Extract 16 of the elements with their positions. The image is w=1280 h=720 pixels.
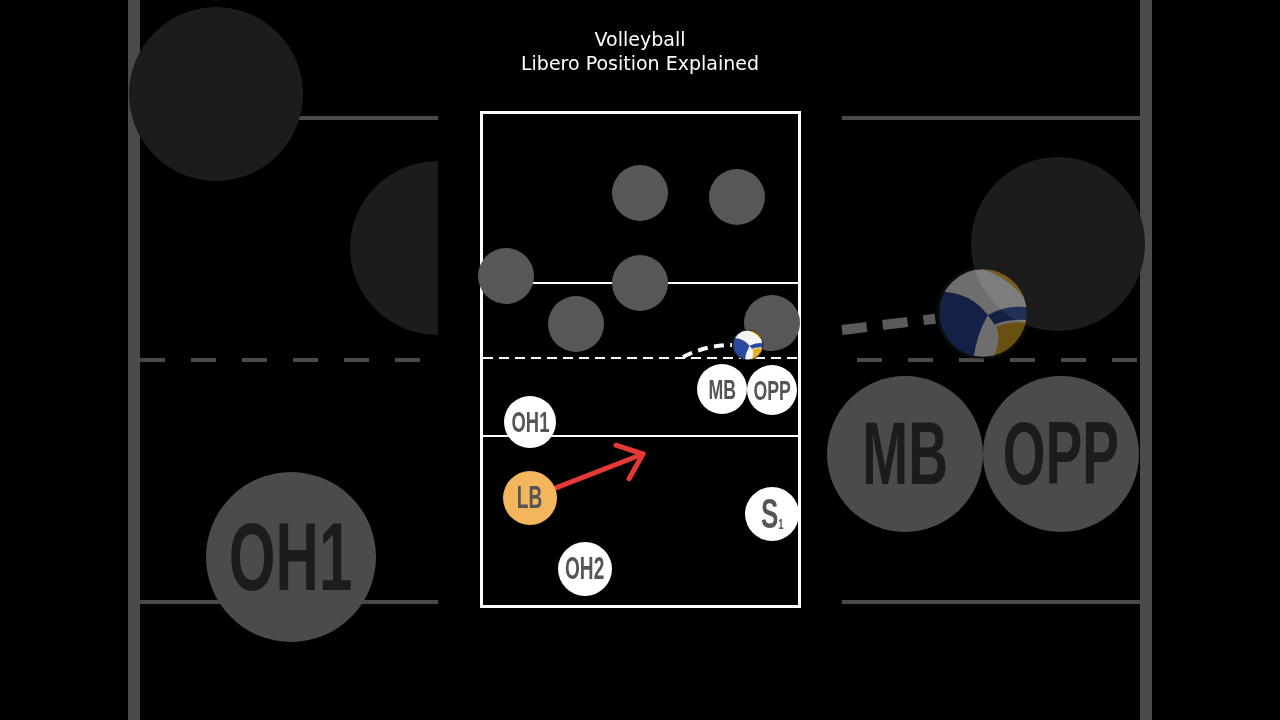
player-token bbox=[612, 255, 668, 311]
player-token bbox=[612, 165, 668, 221]
player-token bbox=[709, 169, 765, 225]
title: Volleyball Libero Position Explained bbox=[521, 27, 759, 75]
arrow bbox=[552, 442, 646, 491]
volleyball-icon bbox=[935, 265, 1031, 361]
ball-path bbox=[682, 343, 733, 359]
player-token: OPP bbox=[747, 365, 797, 415]
player-token: LB bbox=[503, 471, 557, 525]
player-token bbox=[548, 296, 604, 352]
player-token: OH1 bbox=[504, 396, 556, 448]
volleyball-icon bbox=[732, 329, 764, 361]
player-token: MB bbox=[697, 364, 747, 414]
player-token bbox=[478, 248, 534, 304]
ball-path bbox=[841, 313, 936, 335]
player-token: OH2 bbox=[558, 542, 612, 596]
